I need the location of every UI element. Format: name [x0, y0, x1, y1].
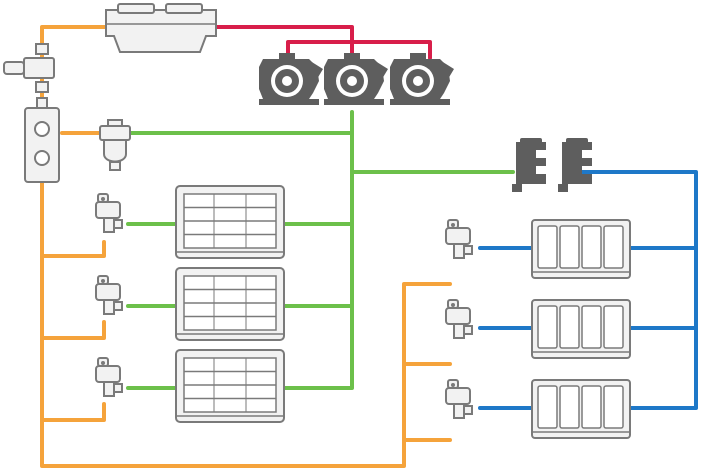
receiver-icon: [24, 97, 60, 183]
liquid-line-main: [40, 178, 452, 468]
scroll-compressor-icon: [558, 138, 592, 192]
compressor-icon: [390, 53, 454, 105]
expansion-valve-icon: [445, 299, 473, 339]
display-case-icon: [175, 349, 285, 423]
condenser-icon: [105, 3, 217, 53]
lt-suction-line: [478, 170, 698, 410]
freezer-case-icon: [531, 299, 631, 359]
display-case-icon: [175, 185, 285, 259]
scroll-compressor-icon: [512, 138, 546, 192]
expansion-valve-icon: [95, 193, 123, 233]
mt-suction-line: [126, 110, 515, 390]
display-case-icon: [175, 267, 285, 341]
expansion-valve-icon: [95, 357, 123, 397]
head-pressure-valve-icon: [3, 43, 55, 93]
freezer-case-icon: [531, 219, 631, 279]
liquid-line-branches: [40, 240, 106, 422]
expansion-valve-icon: [445, 219, 473, 259]
receiver-valve-icon: [99, 119, 131, 171]
compressor-icon: [259, 53, 323, 105]
freezer-case-icon: [531, 379, 631, 439]
expansion-valve-icon: [95, 275, 123, 315]
compressor-icon: [324, 53, 388, 105]
expansion-valve-icon: [445, 379, 473, 419]
discharge-line: [213, 25, 432, 60]
